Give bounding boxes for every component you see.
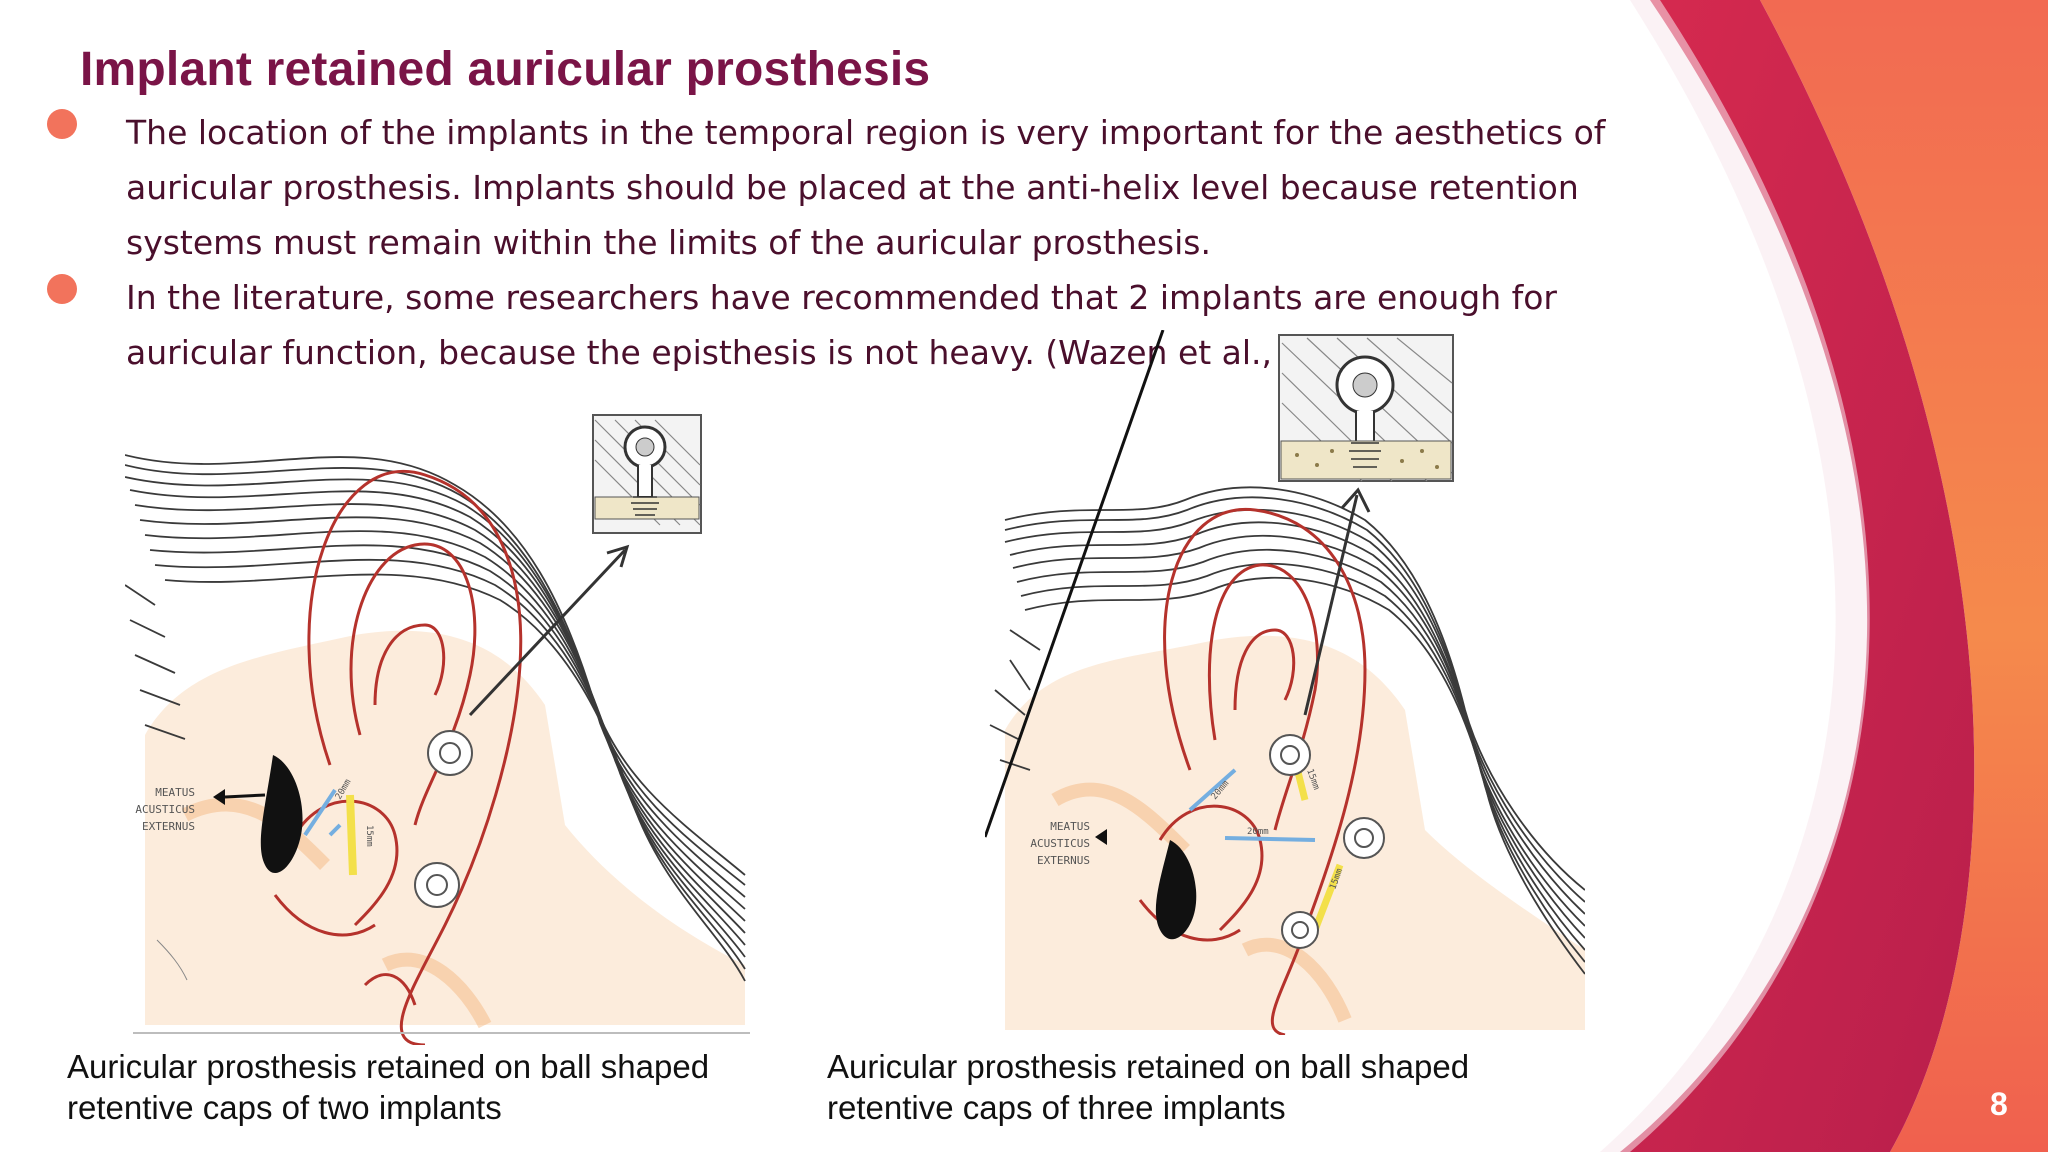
externus-label: EXTERNUS [1037, 854, 1090, 867]
ball-attachment-detail-icon [592, 414, 702, 534]
ear-illustration-three-implants: MEATUS ACUSTICUS EXTERNUS 20mm 20mm 15mm… [985, 330, 1585, 1035]
page-number: 8 [1990, 1086, 2008, 1122]
implant-icon [427, 730, 473, 776]
acusticus-label: ACUSTICUS [1030, 837, 1090, 850]
figure-caption-three-implants: Auricular prosthesis retained on ball sh… [827, 1048, 1470, 1126]
bullet-list: The location of the implants in the temp… [40, 105, 1700, 380]
ear-illustration-two-implants: MEATUS ACUSTICUS EXTERNUS 20mm 15mm [125, 414, 750, 1045]
meatus-label: MEATUS [1050, 820, 1090, 833]
bullet-dot-icon [47, 109, 77, 139]
deco-soft-shadow [1600, 0, 1870, 1152]
ball-attachment-detail-icon [1278, 334, 1454, 482]
bullet-item: In the literature, some researchers have… [40, 270, 1700, 380]
implant-icon [414, 862, 460, 908]
meatus-label: MEATUS [155, 786, 195, 799]
measurement-label: 20mm [1247, 827, 1269, 837]
bullet-text: In the literature, some researchers have… [126, 278, 1557, 372]
deco-orange-wave [1760, 0, 2048, 1152]
deco-magenta-wave [1620, 0, 1975, 1152]
implant-icon [1343, 817, 1385, 859]
implant-icon [1269, 734, 1311, 776]
measurement-label: 15mm [364, 825, 374, 847]
externus-label: EXTERNUS [142, 820, 195, 833]
acusticus-label: ACUSTICUS [135, 803, 195, 816]
bullet-text: The location of the implants in the temp… [126, 113, 1606, 262]
bullet-dot-icon [47, 274, 77, 304]
implant-icon [1281, 911, 1319, 949]
bullet-item: The location of the implants in the temp… [40, 105, 1700, 270]
slide-title: Implant retained auricular prosthesis [80, 43, 931, 96]
figure-caption-two-implants: Auricular prosthesis retained on ball sh… [67, 1048, 710, 1126]
